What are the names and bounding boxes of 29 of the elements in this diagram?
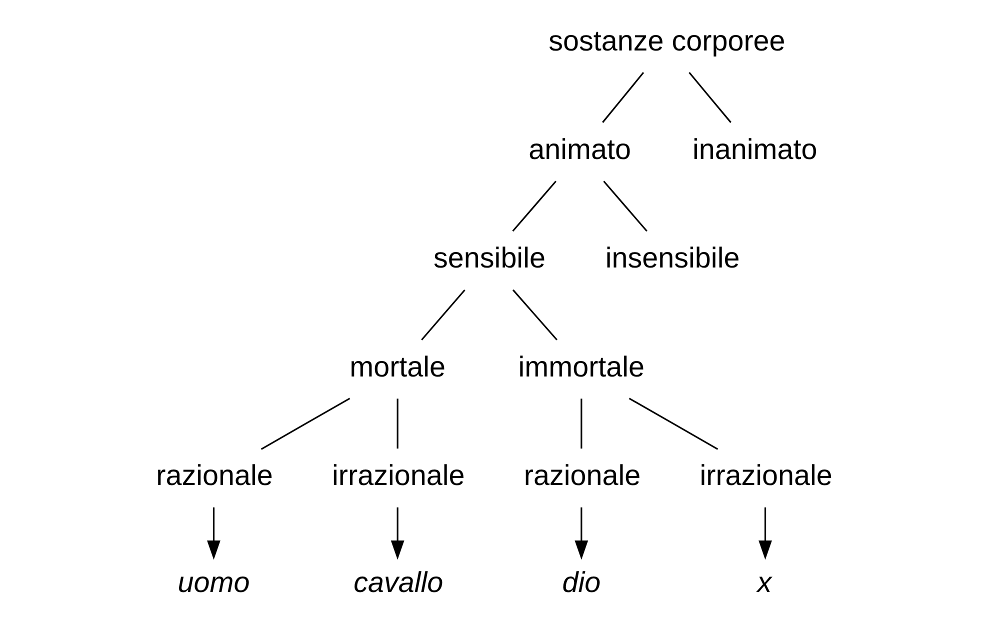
node-text: sostanze corporee [548, 25, 785, 58]
connector [512, 180, 556, 232]
node-text: insensibile [604, 242, 740, 275]
node-text: razionale [523, 460, 640, 492]
node-text: sensibile [433, 242, 545, 275]
connector [628, 398, 718, 450]
node-text: immortale [518, 351, 644, 384]
node-text: uomo [177, 567, 250, 600]
connector [420, 289, 465, 340]
node-text: animato [528, 134, 631, 166]
arrow [574, 507, 588, 560]
connector [396, 398, 398, 449]
arrow [758, 507, 772, 560]
connector [688, 72, 731, 123]
connector [512, 289, 557, 340]
node-text: irrazionale [699, 460, 832, 492]
node-text: x [756, 567, 772, 600]
arrow [390, 507, 404, 560]
node-text: mortale [349, 351, 446, 384]
connector [602, 72, 644, 123]
connector [602, 180, 647, 232]
connector [260, 398, 350, 450]
node-text: cavallo [353, 567, 443, 600]
node-text: razionale [156, 460, 272, 492]
arrow [206, 507, 220, 560]
node-text: irrazionale [332, 460, 464, 492]
node-text: inanimato [692, 134, 817, 166]
connector [580, 398, 582, 449]
node-text: dio [562, 567, 600, 600]
